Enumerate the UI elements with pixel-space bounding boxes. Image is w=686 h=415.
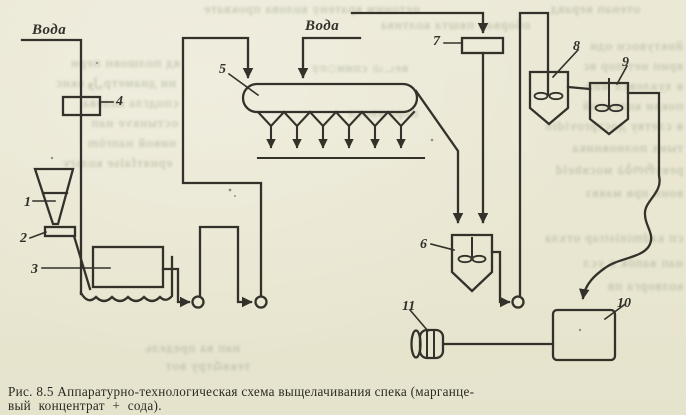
part-number-8: 8 (573, 39, 580, 54)
drum-ribs (426, 330, 435, 358)
tank-9-impeller (594, 103, 610, 113)
spray-cone (360, 110, 390, 128)
part-number-5: 5 (219, 62, 226, 77)
tank-6-impeller (471, 254, 487, 264)
tank-9-impeller (608, 103, 624, 113)
part-number-3: 3 (30, 262, 38, 277)
leader-2 (28, 230, 48, 240)
pipe-to-pump-1 (161, 267, 191, 308)
part-number-2: 2 (19, 231, 27, 246)
pump-circle-1 (191, 295, 205, 309)
pipe-to-feeder-7 (350, 11, 489, 34)
water-label-left: Вода (31, 22, 66, 38)
overflow-pipe-to-mixer-6 (414, 89, 464, 224)
water-pipe-left-path (20, 38, 83, 296)
feed-funnel-1 (33, 167, 75, 226)
spray-cone (386, 110, 416, 128)
water-pipe-left (20, 38, 83, 296)
mixer-tank-9 (588, 78, 630, 136)
tank-8-body (528, 70, 570, 126)
leach-vessel-5 (241, 82, 419, 114)
leader-6 (430, 243, 455, 251)
spray-cone (334, 110, 364, 128)
drum-body (418, 328, 445, 360)
leader-10 (603, 303, 626, 321)
part-number-6: 6 (420, 237, 427, 252)
funnel-body (33, 167, 75, 226)
spray-cone (282, 110, 312, 128)
pump-piping (161, 36, 263, 308)
spray-battery (256, 110, 426, 160)
feeder-7 (460, 36, 505, 55)
box-10 (551, 308, 617, 362)
figure-caption-line-2: вый концентрат + сода). (8, 398, 162, 413)
tank-8-impeller (548, 91, 564, 101)
part-number-11: 11 (402, 299, 415, 314)
pump-circle-3 (511, 295, 525, 309)
part-number-9: 9 (622, 55, 629, 70)
water-pipe-center (297, 36, 362, 79)
part-number-7: 7 (433, 34, 441, 49)
part-number-10: 10 (617, 296, 631, 311)
tank-6-body (450, 233, 494, 293)
process-flow-diagram: Вода Вода 1 2 3 4 5 6 7 8 9 10 11 (19, 11, 661, 362)
leader-5 (227, 72, 260, 97)
pipe-pump1-to-pump2 (198, 225, 253, 308)
mixer-tank-8 (528, 70, 570, 126)
water-label-center: Вода (304, 18, 339, 34)
tank-9-body (588, 81, 630, 136)
feeder-2 (43, 225, 77, 238)
ribbed-drum-11 (410, 328, 445, 360)
feeder-7-line (350, 11, 505, 224)
pump-circle-2 (254, 295, 268, 309)
connector-8-to-9 (566, 85, 592, 91)
scan-specks (50, 62, 582, 332)
tank-8-impeller (533, 91, 549, 101)
part-number-4: 4 (115, 94, 123, 109)
trough-wavy-bottom (79, 255, 174, 303)
leader-11 (408, 308, 430, 333)
water-pipe-center-path (297, 36, 362, 79)
tank-6-impeller (457, 254, 473, 264)
mixer-tank-6 (450, 233, 494, 293)
leach-trough (79, 245, 174, 303)
part-number-1: 1 (24, 195, 31, 210)
spray-cone (256, 110, 286, 128)
flex-hose-to-box-10 (579, 91, 661, 300)
feed-chute (72, 234, 92, 291)
leader-8 (551, 48, 580, 79)
pipe-mixer6-to-pump-3 (490, 250, 511, 308)
apparatus-3 (91, 245, 165, 289)
riser-to-mixer-8 (518, 11, 550, 297)
heater-4 (61, 95, 102, 117)
leader-9 (615, 64, 629, 86)
spray-cone (308, 110, 338, 128)
riser-to-vessel-5 (181, 36, 263, 297)
figure-caption-line-1: Рис. 8.5 Аппаратурно-технологическая схе… (8, 384, 475, 399)
leader-lines (28, 42, 629, 333)
